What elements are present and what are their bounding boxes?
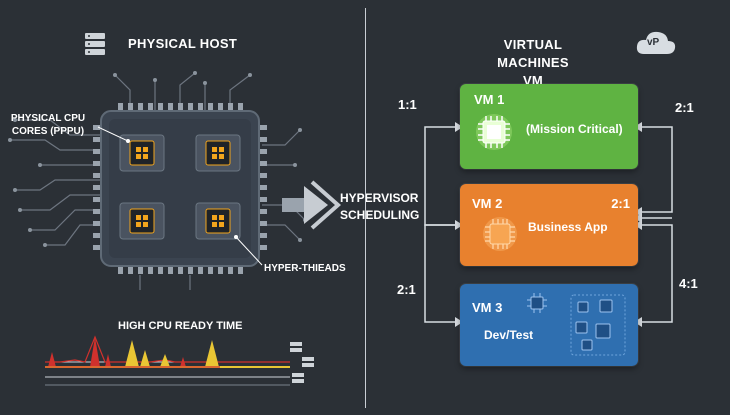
physical-host-title: PHYSICAL HOST	[128, 36, 238, 51]
ratio-right-bottom: 4:1	[679, 276, 698, 291]
vm1-name: VM 1	[474, 92, 505, 107]
cloud-badge: vP	[647, 37, 660, 48]
cores-label-line2: CORES (PPPU)	[11, 126, 85, 137]
scheduling-arrow	[282, 180, 342, 230]
cpu-chip-diagram	[8, 71, 307, 290]
ratio-left-top: 1:1	[398, 97, 417, 112]
vm3-name: VM 3	[472, 300, 503, 315]
hypervisor-scheduling-label: HYPERVISOR SCHEDULING	[340, 190, 419, 224]
hyperthreads-label: HYPER-THIEADS	[264, 263, 346, 274]
virtual-machines-title: VIRTUAL MACHINES VM	[468, 36, 598, 90]
vm3-cpu-cluster-icon	[570, 294, 626, 356]
vm3-card[interactable]: VM 3 Dev/Test	[460, 284, 638, 366]
vm1-desc: (Mission Critical)	[526, 122, 623, 136]
ratio-left-bottom: 2:1	[397, 282, 416, 297]
hypervisor-label: HYPERVISOR	[340, 191, 419, 205]
physical-cores-label: PHYSICAL CPU CORES (PPPU)	[6, 112, 90, 138]
vm2-cpu-icon	[480, 214, 520, 254]
ready-time-label: HIGH CPU READY TIME	[118, 320, 243, 332]
vm-title-line1: VIRTUAL MACHINES	[497, 37, 569, 70]
cloud-icon: vP	[634, 28, 678, 56]
vm3-desc: Dev/Test	[484, 328, 534, 342]
section-divider	[365, 8, 366, 408]
ready-time-sparkline	[45, 335, 314, 386]
scheduling-label: SCHEDULING	[340, 208, 420, 222]
vm3-cpu-icon-small	[526, 292, 548, 314]
vm2-name: VM 2	[472, 196, 503, 211]
server-icon	[84, 32, 106, 56]
vm2-desc: Business App	[528, 220, 608, 234]
vm1-cpu-icon	[474, 112, 514, 152]
cores-label-line1: PHYSICAL CPU	[10, 113, 86, 124]
ratio-right-top: 2:1	[675, 100, 694, 115]
vm1-card[interactable]: VM 1 (Mission Critical)	[460, 84, 638, 169]
vm-connectors	[424, 122, 673, 327]
vm2-card[interactable]: VM 2 2:1 Business App	[460, 184, 638, 266]
vm2-ratio: 2:1	[611, 196, 630, 211]
